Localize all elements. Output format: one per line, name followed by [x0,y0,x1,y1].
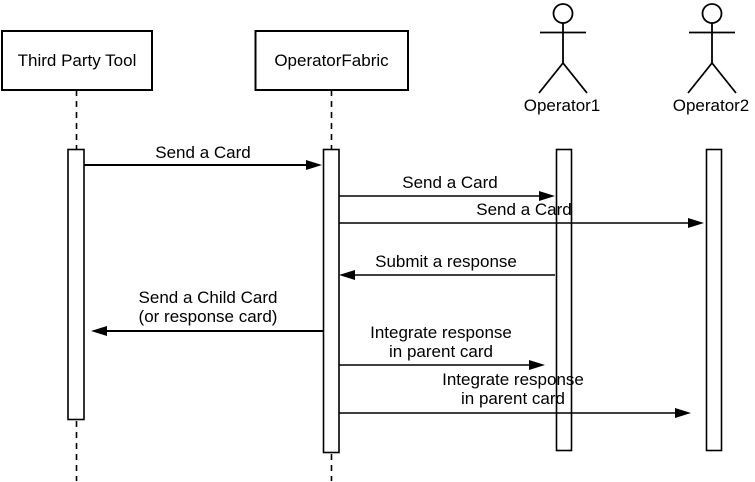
actor-leg-left [538,62,564,94]
message-1-arrowhead [306,160,322,170]
message-7-arrowhead [675,408,691,418]
activation-bar-operator1 [555,148,573,452]
participant-label-third-party-tool: Third Party Tool [18,51,137,70]
participant-label-operatorfabric: OperatorFabric [274,51,389,70]
message-1-label: Send a Card [155,143,250,162]
actor-icon-operator2 [687,3,737,94]
activation-bars [67,148,723,454]
participant-third-party-tool: Third Party Tool [1,30,153,91]
message-6: Integrate response in parent card [339,323,545,370]
message-6-label-line2: in parent card [389,342,493,361]
message-6-label-line1: Integrate response [370,323,512,342]
actor-leg-right [562,62,588,94]
message-1: Send a Card [84,143,322,170]
participant-box-operatorfabric [254,30,409,91]
lifelines [75,90,333,481]
message-5: Send a Child Card (or response card) [91,288,323,336]
message-3-label: Send a Card [476,200,571,219]
message-5-label-line1: Send a Child Card [139,288,278,307]
actor-label-operator2: Operator2 [673,96,750,115]
actor-leg-right [711,62,737,94]
message-6-arrowhead [529,360,545,370]
message-7-label-line2: in parent card [461,389,565,408]
actor-leg-left [687,62,713,94]
message-4-arrowhead [339,270,355,280]
activation-bar-operatorfabric [322,148,340,454]
message-4-label: Submit a response [375,252,517,271]
message-5-label-line2: (or response card) [139,307,278,326]
participant-operatorfabric: OperatorFabric [254,30,409,91]
message-2-arrowhead [539,191,555,201]
participant-operator2: Operator2 [673,3,750,115]
message-3-arrowhead [688,218,704,228]
message-2-label: Send a Card [402,173,497,192]
activation-bar-third-party-tool [67,148,85,421]
message-2: Send a Card [339,173,555,201]
actor-head [552,3,574,24]
actor-label-operator1: Operator1 [524,96,601,115]
message-7: Integrate response in parent card [339,370,691,418]
actor-head [701,3,723,24]
message-3: Send a Card [339,200,704,228]
message-5-arrowhead [91,326,107,336]
message-4: Submit a response [339,252,555,280]
actor-icon-operator1 [538,3,588,94]
message-7-label-line1: Integrate response [442,370,584,389]
activation-bar-operator2 [705,148,723,452]
participant-operator1: Operator1 [524,3,601,115]
participant-box-third-party-tool [1,30,153,91]
